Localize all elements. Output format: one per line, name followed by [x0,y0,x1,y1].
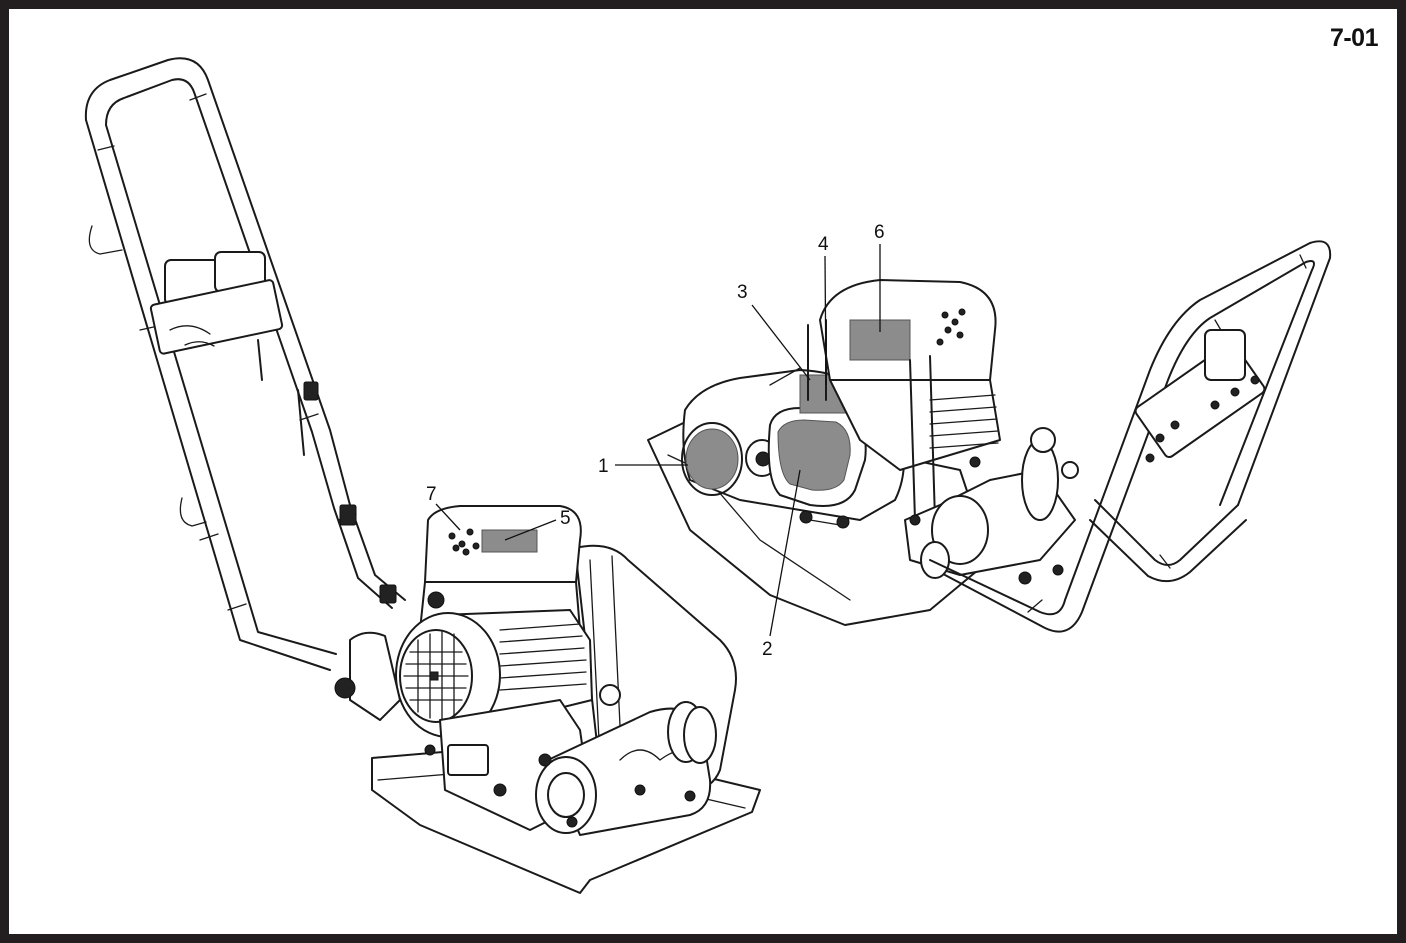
callout-2: 2 [762,469,801,660]
right-machine [647,240,1332,633]
svg-text:3: 3 [737,282,748,303]
svg-text:4: 4 [818,234,829,255]
svg-text:6: 6 [874,222,885,243]
callout-3: 3 [737,282,811,381]
left-handle-mount [334,584,445,721]
left-exciter [424,684,717,836]
right-handle-mount [904,427,1079,585]
svg-text:1: 1 [598,456,609,477]
svg-text:5: 5 [560,508,571,529]
left-throttle-control [149,251,357,526]
callout-5: 5 [504,508,571,541]
left-handle [84,57,406,671]
right-motor-top [807,279,1001,521]
left-electric-motor [395,609,593,738]
svg-text:7: 7 [426,484,437,505]
right-throttle-control [1134,329,1266,463]
callout-6: 6 [874,222,885,332]
right-handle [929,240,1332,633]
page-id-label: 7-01 [1329,24,1379,52]
callout-7: 7 [426,484,461,531]
callout-1: 1 [598,456,688,477]
left-machine [84,57,761,894]
callout-4: 4 [818,234,829,386]
svg-text:2: 2 [762,639,773,660]
